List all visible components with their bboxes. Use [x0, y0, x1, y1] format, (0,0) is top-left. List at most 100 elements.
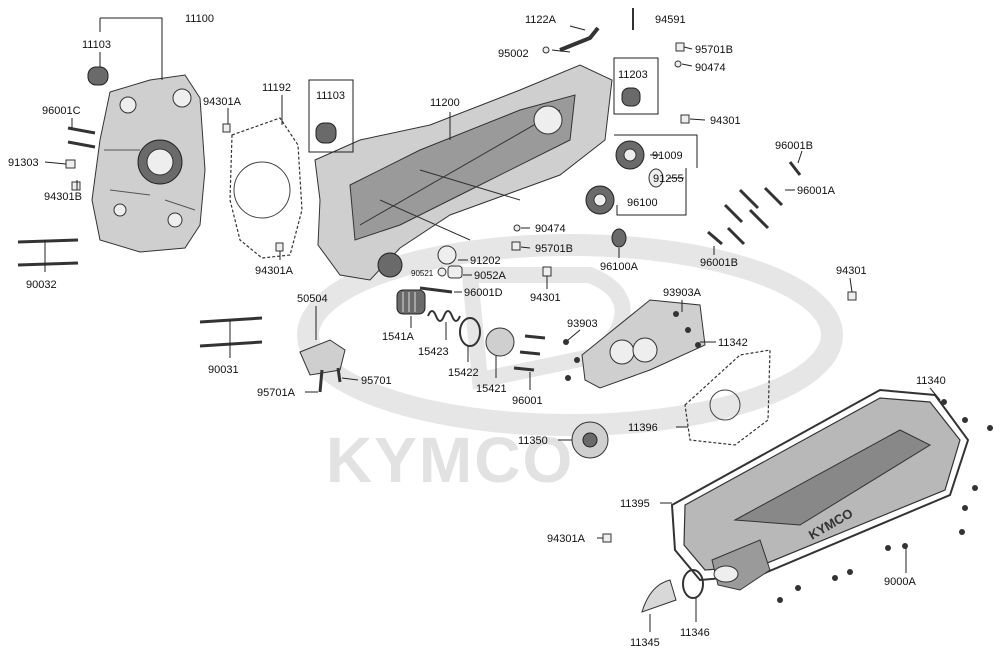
label-15421: 15421: [476, 383, 507, 395]
inner-cover-vent-right: [632, 337, 658, 363]
washer-90474-mid: [513, 224, 521, 232]
label-11200: 11200: [430, 97, 460, 109]
cover-gasket-11395: [670, 388, 970, 582]
label-94301-top: 94301: [710, 115, 741, 127]
label-93903A: 93903A: [663, 287, 702, 299]
label-11192: 11192: [262, 82, 291, 94]
dowel-94301A-mid: [275, 242, 284, 252]
label-11340: 11340: [916, 375, 946, 387]
bushing-11103-right: [315, 122, 337, 144]
label-90474-top: 90474: [695, 62, 726, 74]
bolt-96001B-top: [788, 161, 802, 176]
oring-90521: [437, 267, 447, 277]
bearing-96100-inner: [593, 193, 607, 207]
dowel-94301-mid: [542, 266, 552, 277]
label-91255: 91255: [653, 173, 684, 185]
cap-11345: [641, 579, 677, 613]
stud-bolts-90032: [17, 238, 79, 267]
label-11203: 11203: [618, 69, 648, 81]
label-96001B-mid: 96001B: [700, 257, 738, 269]
bolts-9000A: [777, 399, 993, 603]
oring-15422: [459, 317, 481, 347]
bolt-95701B-mid: [511, 241, 521, 251]
label-11100: 11100: [185, 13, 214, 25]
label-94301B: 94301B: [44, 191, 82, 203]
screws-93903: [563, 311, 701, 381]
gasket-11192-hole: [233, 161, 291, 219]
label-11345: 11345: [630, 637, 660, 649]
leader-lines: [44, 17, 941, 632]
bolt-95701B-top: [675, 42, 685, 52]
label-96100A: 96100A: [600, 261, 639, 273]
bushing-11103-left: [87, 66, 109, 86]
label-1541A: 1541A: [382, 331, 414, 343]
stud-bolts-90031: [199, 316, 263, 348]
label-15422: 15422: [448, 367, 479, 379]
dowel-94301B: [71, 181, 81, 191]
gasket-11396: [684, 349, 771, 446]
label-95002: 95002: [498, 48, 529, 60]
label-96001C: 96001C: [42, 105, 81, 117]
outer-cover-trim: [733, 429, 932, 526]
bearing-96100A: [611, 228, 627, 248]
label-96001B-top: 96001B: [775, 140, 813, 152]
clip-95002: [542, 46, 550, 54]
label-94301A-top: 94301A: [203, 96, 242, 108]
gasket-11396-hole: [709, 389, 741, 421]
bolts-96001C: [67, 126, 96, 149]
label-11342: 11342: [718, 337, 748, 349]
label-94301A-mid: 94301A: [255, 265, 294, 277]
label-90521: 90521: [411, 269, 434, 278]
label-91009: 91009: [652, 150, 683, 162]
label-11395: 11395: [620, 498, 650, 510]
label-95701A: 95701A: [257, 387, 296, 399]
label-50504: 50504: [297, 293, 328, 305]
bolts-96001A-cluster: [723, 186, 784, 246]
label-90032: 90032: [26, 279, 57, 291]
label-94301-right: 94301: [836, 265, 867, 277]
label-94301A-bottom: 94301A: [547, 533, 586, 545]
cover-duct-opening: [713, 565, 739, 583]
dowel-94301A-bottom: [602, 533, 612, 543]
label-95701B-top: 95701B: [695, 44, 733, 56]
dowel-94301A-top: [222, 123, 231, 133]
bolt-95701: [336, 367, 342, 383]
label-11103-right: 11103: [316, 90, 345, 102]
cap-15421: [485, 327, 515, 357]
label-90031: 90031: [208, 364, 239, 376]
part-labels: 11100 11103 11192 94301A 96001C 91303 94…: [8, 13, 946, 649]
bushing-11203: [621, 87, 641, 107]
label-96100: 96100: [627, 197, 658, 209]
bearing-91009-inner: [623, 148, 637, 162]
label-11103-left: 11103: [82, 39, 111, 51]
fan-11350-hub: [582, 432, 598, 448]
bracket-50504: [299, 339, 346, 376]
spring-15423: [427, 310, 461, 322]
plug-9052A: [447, 265, 463, 279]
washer-90474-top: [674, 60, 682, 68]
seal-91255: [648, 168, 664, 188]
kymco-watermark: KYMCO: [297, 234, 843, 496]
label-95701: 95701: [361, 375, 392, 387]
bolt-96001B-mid: [707, 230, 723, 246]
left-crankcase-part: [91, 74, 206, 253]
label-96001A: 96001A: [797, 185, 836, 197]
label-91202: 91202: [470, 255, 501, 267]
dowel-91303: [65, 159, 76, 169]
label-11346: 11346: [680, 627, 710, 639]
lever-1122A: [559, 26, 600, 52]
dowel-94301-top: [680, 114, 690, 124]
label-1122A: 1122A: [525, 14, 557, 26]
label-91303: 91303: [8, 157, 39, 169]
label-90474-mid: 90474: [535, 223, 566, 235]
label-11350: 11350: [518, 435, 548, 447]
bolts-96001-lower: [513, 334, 546, 372]
label-9052A: 9052A: [474, 270, 506, 282]
label-15423: 15423: [418, 346, 449, 358]
label-94301-mid: 94301: [530, 292, 561, 304]
oil-strainer-1541A: [396, 289, 426, 315]
label-11396: 11396: [628, 422, 658, 434]
bolt-96001D: [419, 286, 453, 294]
